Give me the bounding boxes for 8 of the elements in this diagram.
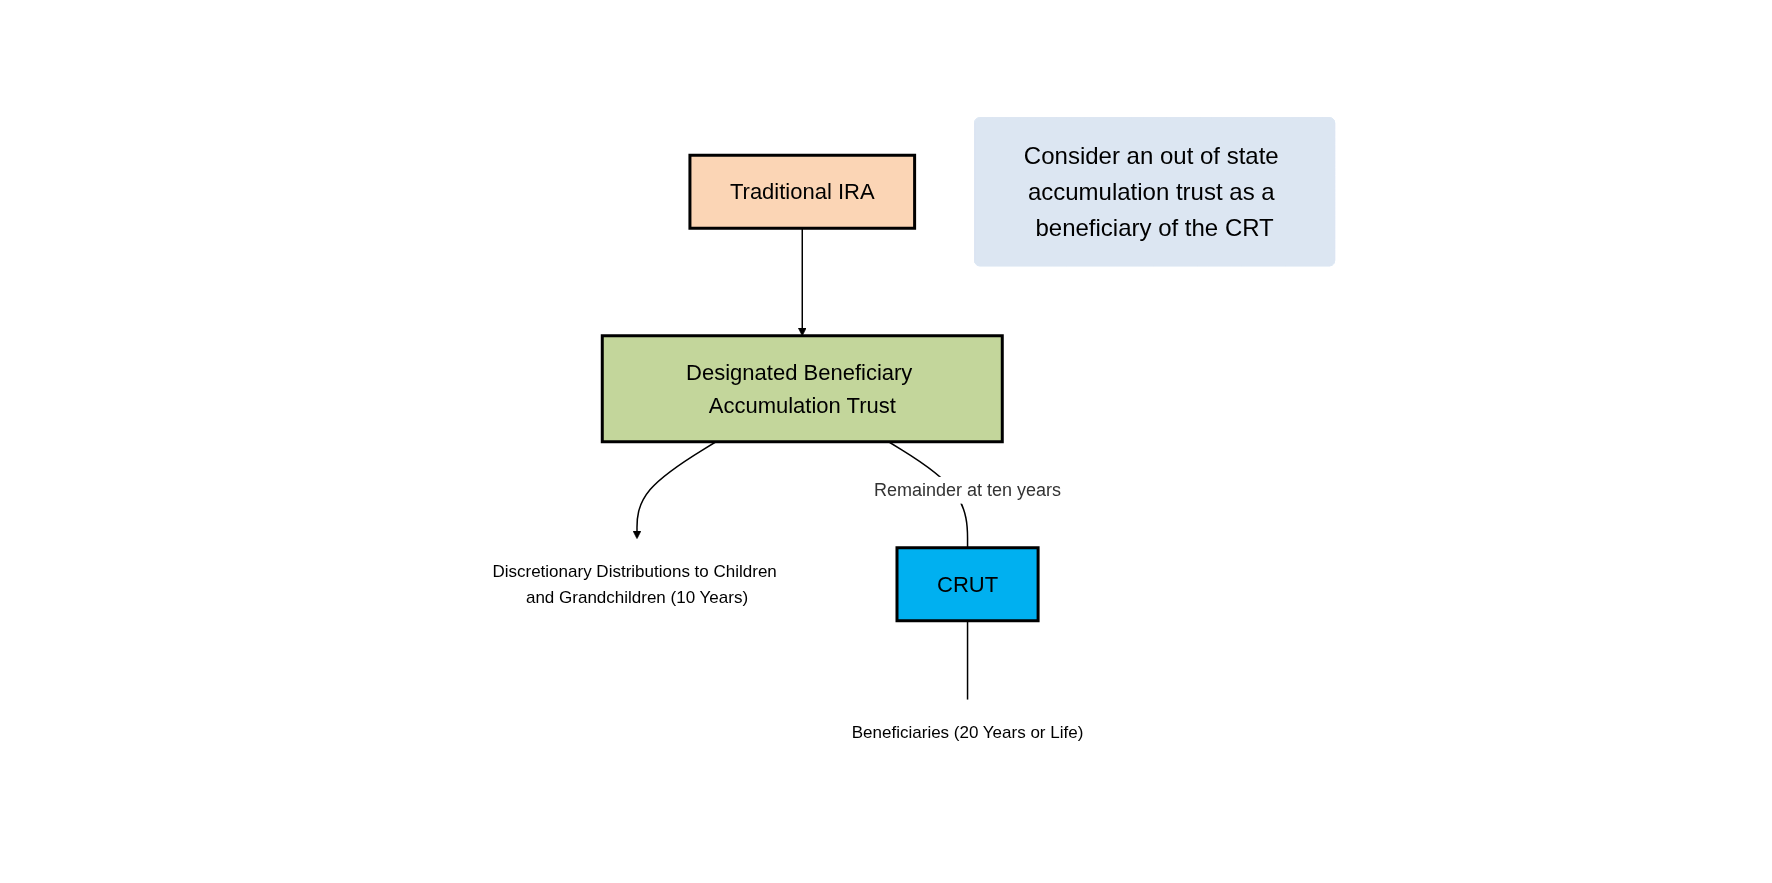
connector bbox=[967, 620, 969, 701]
node-text: Discretionary Distributions to Children and Grandchildren (10 Years) bbox=[492, 561, 778, 607]
node-box: CRUT bbox=[895, 546, 1040, 623]
node-text: Beneficiaries (20 Years or Life) bbox=[851, 722, 1084, 742]
node-box: Designated Beneficiary Accumulation Trust bbox=[600, 334, 1004, 444]
arrow bbox=[632, 441, 717, 540]
edge-label: Remainder at ten years bbox=[874, 479, 1062, 500]
node-box: Traditional IRA bbox=[688, 153, 917, 230]
